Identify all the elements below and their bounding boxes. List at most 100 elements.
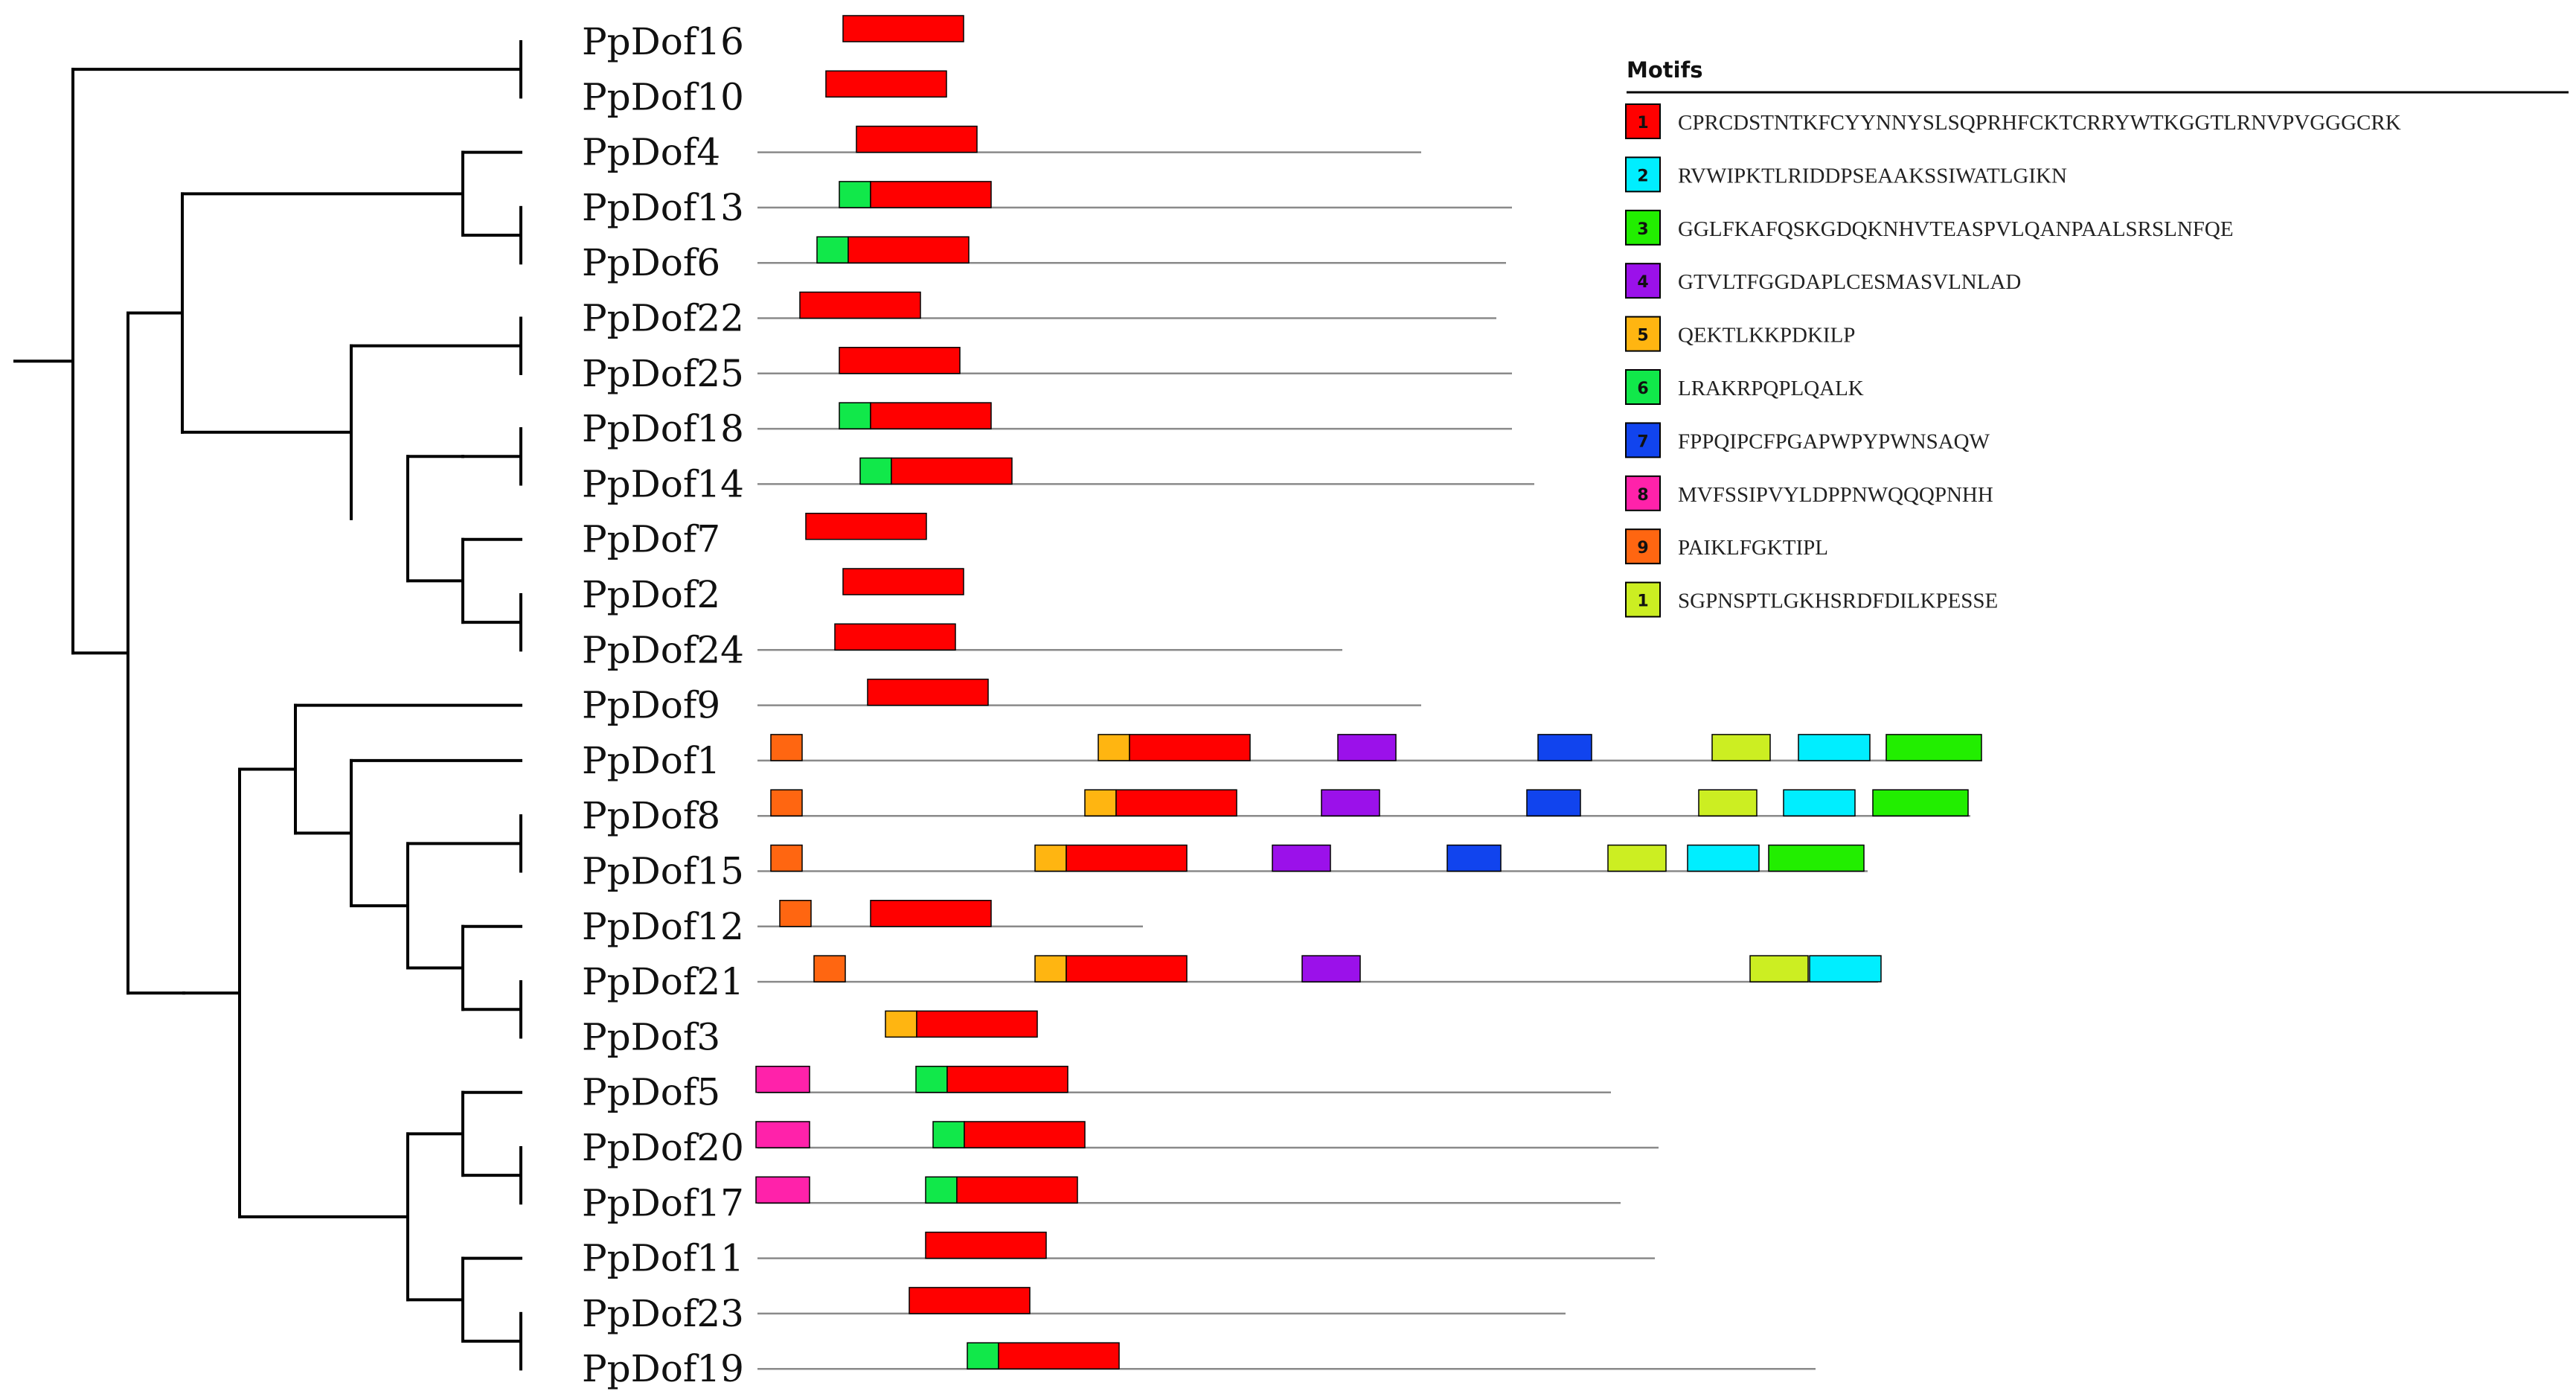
motif-box-m5 [1034, 844, 1067, 872]
legend-item: 7 FPPQIPCFPGAPWPYPWNSAQW [1625, 422, 1990, 458]
motif-box-m2 [1687, 844, 1760, 872]
legend-swatch [1625, 422, 1661, 458]
legend-sequence: QEKTLKKPDKILP [1678, 324, 1855, 348]
gene-track [755, 1121, 1659, 1149]
motif-box-m4 [1301, 955, 1361, 982]
legend-number: 2 [1637, 167, 1648, 185]
gene-label: PpDof22 [582, 297, 744, 340]
legend-item: 5 QEKTLKKPDKILP [1625, 316, 1855, 352]
legend-number: 5 [1637, 327, 1648, 345]
legend-number: 7 [1637, 432, 1648, 451]
motif-box-m1 [1115, 789, 1237, 816]
motif-box-m1 [799, 291, 921, 319]
legend-swatch [1625, 369, 1661, 405]
motif-box-m9 [770, 734, 803, 761]
gene-label: PpDof11 [582, 1237, 744, 1280]
gene-track [757, 734, 1982, 762]
legend-sequence: MVFSSIPVYLDPPNWQQQPNHH [1678, 483, 1993, 507]
gene-track [757, 457, 1534, 485]
gene-label: PpDof20 [582, 1126, 744, 1169]
legend-number: 8 [1637, 486, 1648, 505]
gene-track [757, 844, 1868, 872]
legend-number: 4 [1637, 273, 1648, 292]
legend-items: 1 CPRCDSTNTKFCYYNNYSLSQPRHFCKTCRRYWTKGGTL… [1625, 103, 2401, 618]
gene-track [757, 623, 1342, 651]
motif-box-m8 [755, 1176, 810, 1204]
gene-track [757, 291, 1496, 319]
motif-box-m6 [859, 457, 892, 485]
motif-tracks [755, 15, 1982, 1370]
motif-box-m9 [770, 844, 803, 872]
motif-box-m10 [1711, 734, 1771, 761]
motif-box-m1 [834, 623, 956, 651]
gene-track [757, 1342, 1816, 1370]
motif-box-m1 [805, 512, 927, 540]
motif-box-m9 [813, 955, 846, 982]
motif-box-m3 [1885, 734, 1982, 761]
motif-box-m2 [1798, 734, 1871, 761]
motif-box-m7 [1446, 844, 1502, 872]
gene-track [757, 125, 1421, 153]
motif-box-m2 [1783, 789, 1856, 816]
phylogenetic-tree [13, 40, 522, 1371]
motif-box-m1 [946, 1065, 1068, 1093]
motif-box-m6 [839, 181, 871, 208]
gene-label: PpDof13 [582, 186, 744, 229]
motif-legend: Motifs 1 CPRCDSTNTKFCYYNNYSLSQPRHFCKTCRRY… [1625, 57, 2569, 618]
motif-box-m1 [1066, 955, 1188, 982]
motif-box-m1 [848, 236, 970, 263]
motif-box-m4 [1337, 734, 1397, 761]
legend-swatch [1625, 581, 1661, 618]
gene-label: PpDof2 [582, 573, 720, 616]
motif-box-m3 [1768, 844, 1865, 872]
gene-track [757, 955, 1882, 983]
gene-track [757, 789, 1970, 817]
motif-box-m1 [891, 457, 1013, 485]
motif-box-m8 [755, 1065, 810, 1093]
motif-box-m6 [925, 1176, 958, 1204]
legend-sequence: RVWIPKTLRIDDPSEAAKSSIWATLGIKN [1678, 164, 2067, 188]
gene-label: PpDof1 [582, 739, 720, 782]
motif-box-m1 [1129, 734, 1251, 761]
motif-box-m1 [956, 1176, 1078, 1204]
motif-box-m1 [916, 1010, 1038, 1038]
legend-number: 3 [1637, 220, 1648, 239]
motif-box-m1 [998, 1342, 1120, 1369]
gene-label: PpDof18 [582, 407, 744, 450]
motif-box-m1 [870, 402, 992, 429]
motif-box-m9 [770, 789, 803, 816]
legend-swatch [1625, 209, 1661, 246]
motif-box-m1 [867, 678, 989, 706]
legend-swatch [1625, 475, 1661, 511]
gene-label: PpDof15 [582, 850, 744, 893]
gene-track [842, 568, 964, 595]
motif-box-m6 [915, 1065, 948, 1093]
gene-label: PpDof9 [582, 684, 720, 727]
gene-track [757, 1287, 1566, 1315]
gene-label: PpDof25 [582, 352, 744, 395]
legend-sequence: CPRCDSTNTKFCYYNNYSLSQPRHFCKTCRRYWTKGGTLR… [1678, 111, 2401, 135]
gene-label: PpDof19 [582, 1347, 744, 1390]
motif-box-m6 [967, 1342, 999, 1369]
gene-label: PpDof12 [582, 905, 744, 948]
legend-sequence: FPPQIPCFPGAPWPYPWNSAQW [1678, 429, 1990, 453]
motif-box-m9 [779, 900, 812, 927]
gene-labels: PpDof16PpDof10PpDof4PpDof13PpDof6PpDof22… [582, 20, 744, 1390]
legend-swatch [1625, 263, 1661, 299]
motif-box-m3 [1872, 789, 1969, 816]
legend-number: 1 [1637, 114, 1648, 132]
motif-box-m1 [870, 900, 992, 927]
gene-label: PpDof4 [582, 131, 720, 174]
motif-box-m6 [932, 1121, 965, 1148]
legend-number: 9 [1637, 539, 1648, 557]
motif-box-m2 [1809, 955, 1882, 982]
legend-title: Motifs [1627, 57, 1702, 83]
gene-label: PpDof17 [582, 1181, 744, 1224]
legend-number: 6 [1637, 380, 1648, 398]
motif-box-m1 [842, 15, 964, 42]
